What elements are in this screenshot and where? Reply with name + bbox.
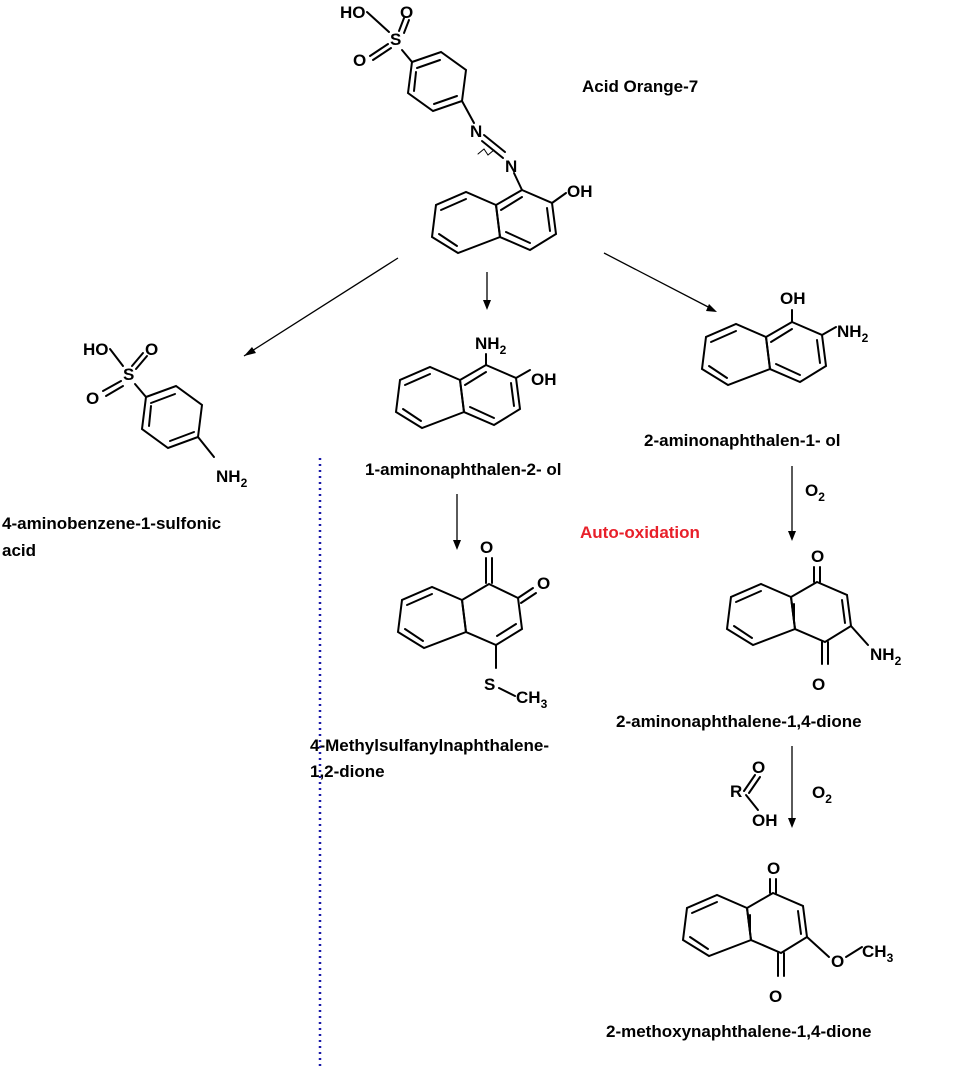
label-sulfanilic-line1: 4-aminobenzene-1-sulfonic xyxy=(2,514,221,533)
atom-o: O xyxy=(812,675,825,694)
atom-o: O xyxy=(145,340,158,359)
atom-oh: OH xyxy=(531,370,557,389)
atom-o: O xyxy=(400,3,413,22)
methoxy-dione-structure: O O O CH3 xyxy=(681,859,894,1006)
atom-nh2: NH2 xyxy=(216,467,248,490)
amino-dione-structure: O O NH2 xyxy=(725,547,902,694)
sulfanilic-acid-structure: HO O S O NH2 xyxy=(83,340,248,490)
reagent-o2-1: O2 xyxy=(805,481,825,504)
atom-o: O xyxy=(769,987,782,1006)
atom-s: S xyxy=(390,30,401,49)
atom-nh2: NH2 xyxy=(870,645,902,668)
label-auto-oxidation: Auto-oxidation xyxy=(580,523,700,542)
aminonaphthol-a-structure: NH2 OH xyxy=(394,334,557,430)
atom-ch3: CH3 xyxy=(516,688,548,711)
atom-s: S xyxy=(123,365,134,384)
reagent-r: R xyxy=(730,782,742,801)
aminonaphthol-b-structure: OH NH2 xyxy=(700,289,869,387)
atom-ho: HO xyxy=(83,340,109,359)
atom-o: O xyxy=(537,574,550,593)
atom-oh: OH xyxy=(567,182,593,201)
carboxylic-acid-reagent: R O OH xyxy=(730,758,778,830)
atom-o: O xyxy=(811,547,824,566)
atom-n: N xyxy=(505,157,517,176)
label-aminonaphthol-a: 1-aminonaphthalen-2- ol xyxy=(365,460,561,479)
reagent-o2-2: O2 xyxy=(812,783,832,806)
atom-n: N xyxy=(470,122,482,141)
label-sulfanilic-line2: acid xyxy=(2,541,36,560)
atom-o: O xyxy=(831,952,844,971)
methylsulfanyl-dione-structure: O O S CH3 xyxy=(396,538,550,711)
atom-o: O xyxy=(480,538,493,557)
acid-orange-7-structure: HO O S O N N OH xyxy=(340,3,593,255)
atom-nh2: NH2 xyxy=(475,334,507,357)
atom-ho: HO xyxy=(340,3,366,22)
label-methylsulfanyl-line2: 1,2-dione xyxy=(310,762,385,781)
label-aminonaphthol-b: 2-aminonaphthalen-1- ol xyxy=(644,431,840,450)
atom-ch3: CH3 xyxy=(862,942,894,965)
label-methylsulfanyl-line1: 4-Methylsulfanylnaphthalene- xyxy=(310,736,549,755)
label-methoxy-dione: 2-methoxynaphthalene-1,4-dione xyxy=(606,1022,871,1041)
label-acid-orange-7: Acid Orange-7 xyxy=(582,77,698,96)
atom-oh: OH xyxy=(780,289,806,308)
reagent-oh: OH xyxy=(752,811,778,830)
atom-o: O xyxy=(86,389,99,408)
cleavage-arrows xyxy=(243,252,717,357)
reagent-o: O xyxy=(752,758,765,777)
atom-o: O xyxy=(353,51,366,70)
atom-nh2: NH2 xyxy=(837,322,869,345)
atom-s: S xyxy=(484,675,495,694)
atom-o: O xyxy=(767,859,780,878)
label-amino-dione: 2-aminonaphthalene-1,4-dione xyxy=(616,712,862,731)
